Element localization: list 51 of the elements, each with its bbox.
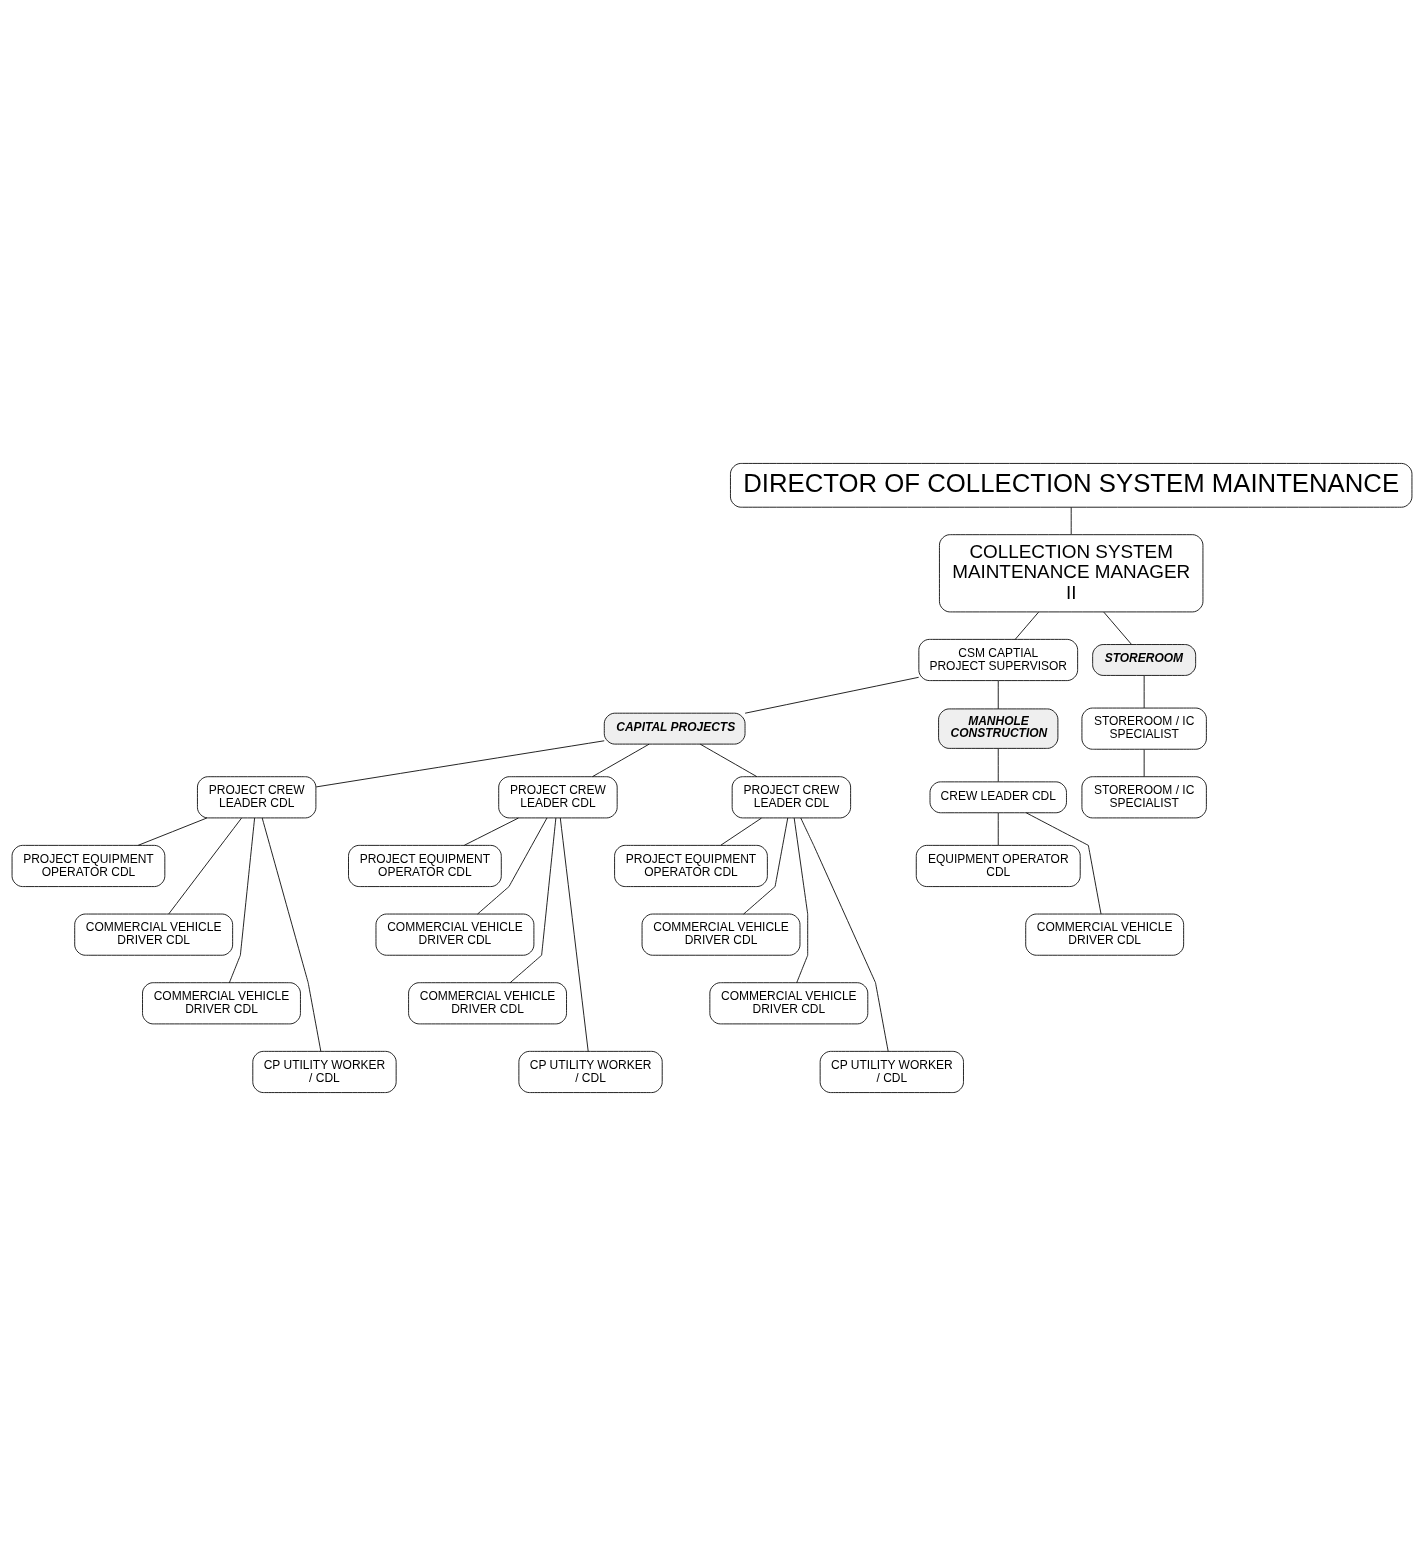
node-box: PROJECT EQUIPMENT OPERATOR CDL (614, 844, 768, 887)
node-box: CAPITAL PROJECTS (603, 712, 746, 745)
connector (1025, 811, 1102, 914)
connector (1143, 748, 1145, 777)
connector (699, 743, 758, 777)
connector (997, 747, 999, 782)
connector (228, 817, 256, 983)
node-box: COLLECTION SYSTEM MAINTENANCE MANAGER II (939, 533, 1204, 612)
node-box: STOREROOM / IC SPECIALIST (1081, 775, 1207, 818)
node-box: STOREROOM / IC SPECIALIST (1081, 707, 1207, 750)
connector (743, 817, 789, 914)
node-box: COMMERCIAL VEHICLE DRIVER CDL (641, 913, 801, 956)
connector (720, 817, 762, 846)
connector (997, 680, 999, 709)
node-box: COMMERCIAL VEHICLE DRIVER CDL (408, 981, 567, 1024)
connector (1103, 611, 1132, 645)
node-box: CP UTILITY WORKER / CDL (252, 1050, 397, 1093)
connector (137, 817, 208, 846)
node-box: CP UTILITY WORKER / CDL (518, 1050, 663, 1093)
node-box: COMMERCIAL VEHICLE DRIVER CDL (375, 913, 535, 956)
connector (463, 817, 519, 846)
connector (793, 817, 809, 983)
node-box: COMMERCIAL VEHICLE DRIVER CDL (74, 913, 234, 956)
node-box: CSM CAPTIAL PROJECT SUPERVISOR (918, 638, 1079, 681)
node-box: PROJECT CREW LEADER CDL (197, 775, 317, 818)
node-box: CP UTILITY WORKER / CDL (819, 1050, 964, 1093)
connector (559, 817, 589, 1052)
connector (1070, 506, 1072, 535)
connector (315, 739, 605, 787)
connector (509, 817, 557, 983)
connector (1143, 674, 1145, 708)
node-box: STOREROOM (1092, 643, 1197, 676)
node-box: PROJECT EQUIPMENT OPERATOR CDL (348, 844, 502, 887)
connector (592, 743, 650, 777)
node-box: MANHOLE CONSTRUCTION (938, 708, 1059, 749)
node-box: COMMERCIAL VEHICLE DRIVER CDL (1025, 913, 1185, 956)
node-box: DIRECTOR OF COLLECTION SYSTEM MAINTENANCE (730, 462, 1413, 508)
connector (168, 817, 242, 914)
node-box: EQUIPMENT OPERATOR CDL (915, 844, 1081, 887)
node-box: PROJECT CREW LEADER CDL (498, 775, 618, 818)
connector (261, 817, 322, 1052)
node-box: COMMERCIAL VEHICLE DRIVER CDL (709, 981, 869, 1024)
node-box: COMMERCIAL VEHICLE DRIVER CDL (142, 981, 301, 1024)
connector (744, 676, 920, 714)
connector (477, 817, 548, 914)
node-box: PROJECT EQUIPMENT OPERATOR CDL (11, 844, 166, 887)
node-box: CREW LEADER CDL (929, 780, 1067, 813)
connector (997, 812, 999, 846)
connector (800, 817, 889, 1052)
connector (1014, 611, 1039, 640)
node-box: PROJECT CREW LEADER CDL (731, 775, 852, 818)
